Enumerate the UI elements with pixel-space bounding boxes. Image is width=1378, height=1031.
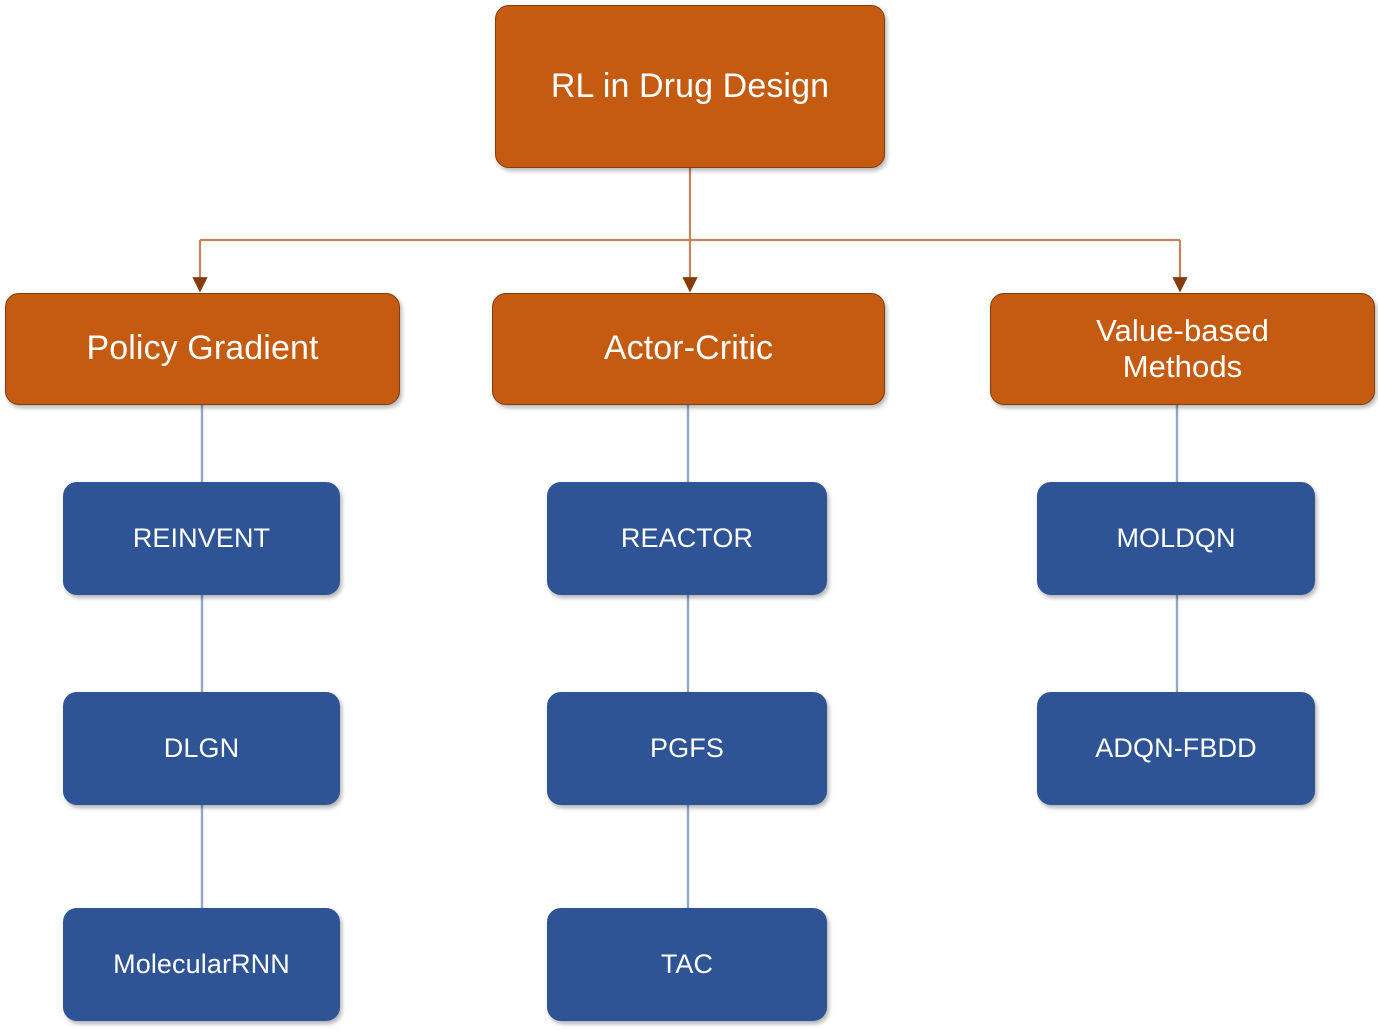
node-category-policy-gradient[interactable]: Policy Gradient (5, 293, 400, 405)
node-method-reactor[interactable]: REACTOR (547, 482, 827, 595)
node-method-reinvent[interactable]: REINVENT (63, 482, 340, 595)
node-method-dlgn[interactable]: DLGN (63, 692, 340, 805)
node-method-moldqn[interactable]: MOLDQN (1037, 482, 1315, 595)
node-method-pgfs[interactable]: PGFS (547, 692, 827, 805)
node-root-rl-in-drug-design[interactable]: RL in Drug Design (495, 5, 885, 168)
node-method-adqn-fbdd[interactable]: ADQN-FBDD (1037, 692, 1315, 805)
node-category-value-based-methods[interactable]: Value-based Methods (990, 293, 1375, 405)
node-method-molecularrnn[interactable]: MolecularRNN (63, 908, 340, 1021)
node-category-actor-critic[interactable]: Actor-Critic (492, 293, 885, 405)
node-method-tac[interactable]: TAC (547, 908, 827, 1021)
